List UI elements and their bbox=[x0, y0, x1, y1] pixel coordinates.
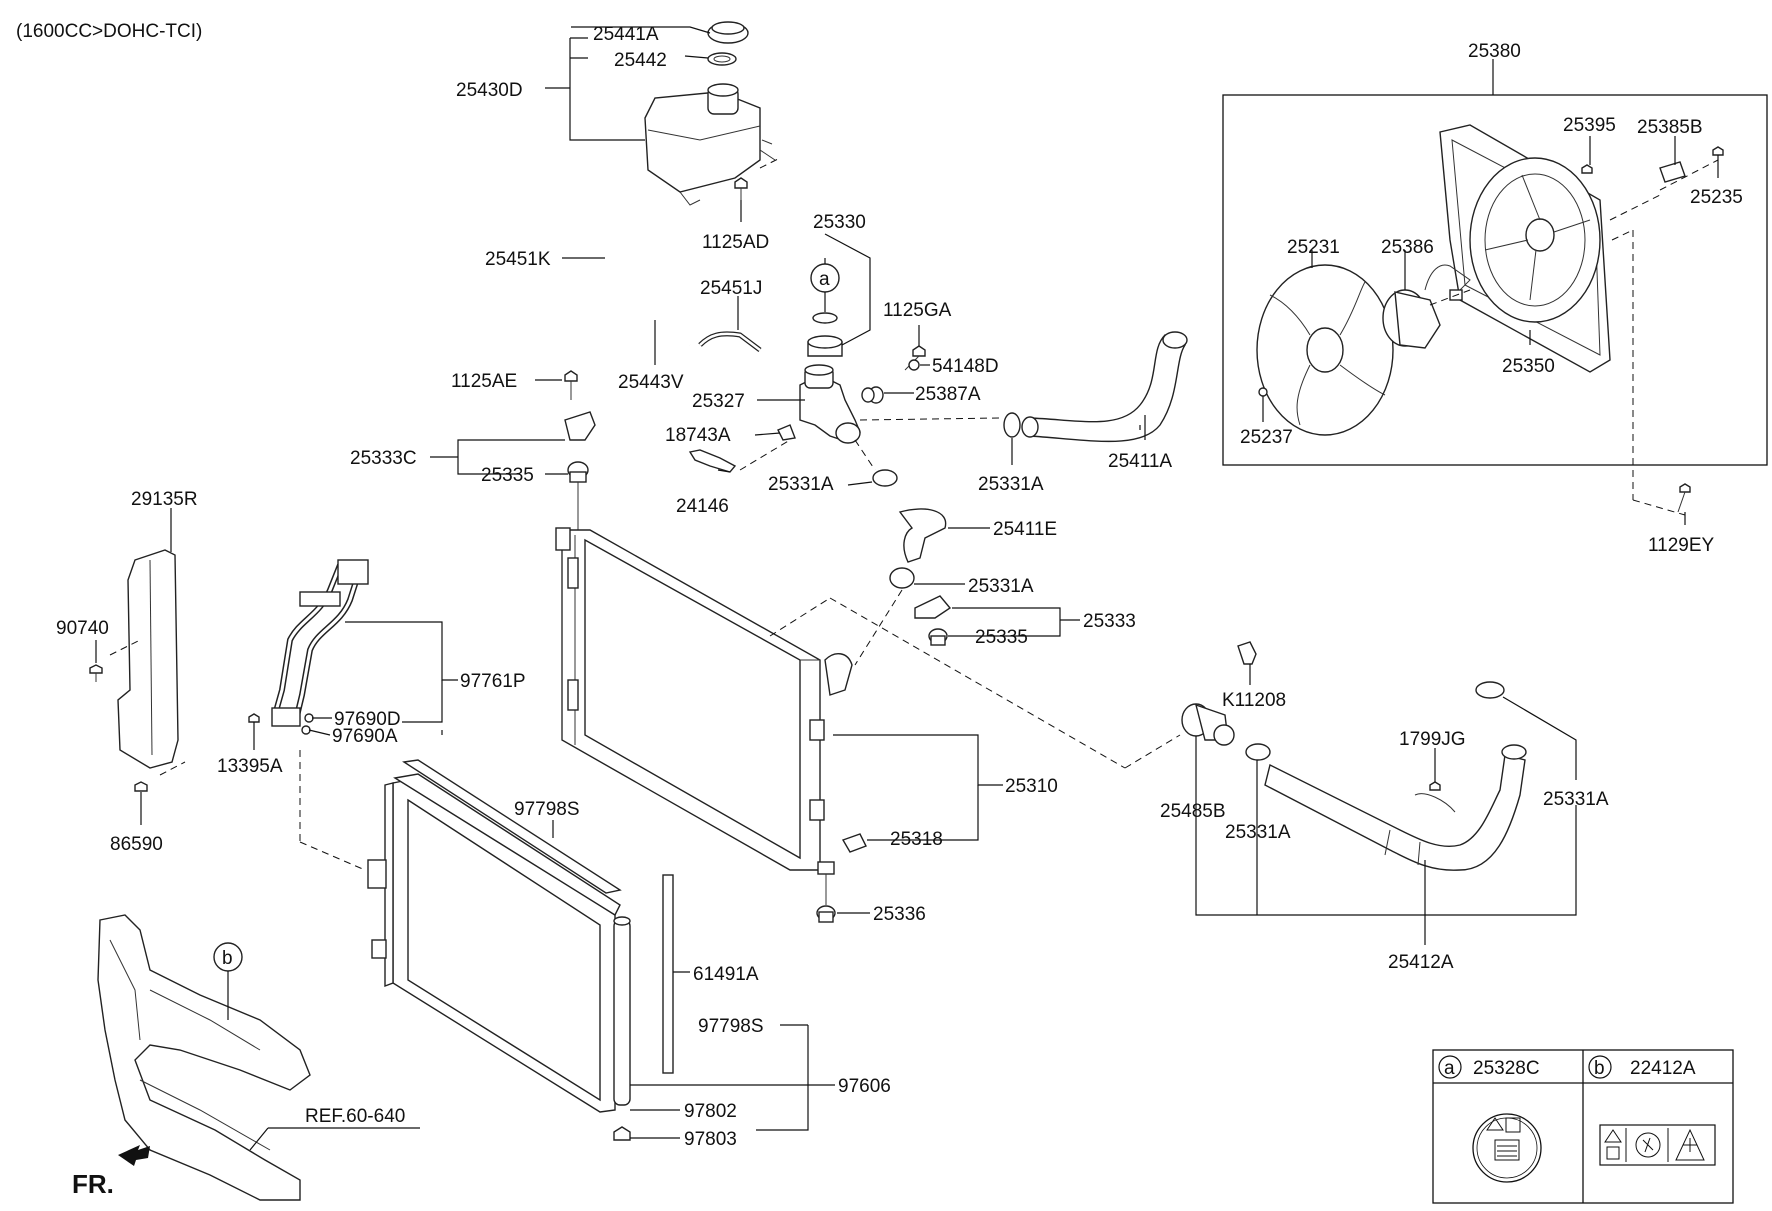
label-24146: 24146 bbox=[676, 496, 729, 517]
label-25310: 25310 bbox=[1005, 776, 1058, 797]
label-25411E: 25411E bbox=[993, 519, 1057, 540]
label-97761P: 97761P bbox=[460, 671, 526, 692]
label-25443V: 25443V bbox=[618, 372, 684, 393]
label-25330: 25330 bbox=[813, 212, 866, 233]
thermostat-leaders bbox=[717, 233, 1001, 486]
label-25235: 25235 bbox=[1690, 187, 1743, 208]
bolt-1129EY bbox=[1679, 483, 1691, 493]
label-1125AE: 1125AE bbox=[451, 371, 517, 392]
label-25333C: 25333C bbox=[350, 448, 417, 469]
label-54148D: 54148D bbox=[932, 356, 999, 377]
lower-mount-leaders bbox=[854, 527, 1080, 666]
label-25441A: 25441A bbox=[593, 24, 659, 45]
radiator-leaders bbox=[769, 597, 1181, 914]
upper-hose-group bbox=[1003, 331, 1188, 443]
label-25231: 25231 bbox=[1287, 237, 1340, 258]
lower-hose-leaders bbox=[1195, 664, 1577, 945]
label-1129EY: 1129EY bbox=[1648, 535, 1715, 556]
label-97798S-lower: 97798S bbox=[698, 1016, 764, 1037]
label-25333: 25333 bbox=[1083, 611, 1136, 632]
label-25411A: 25411A bbox=[1108, 451, 1172, 472]
label-29135R: 29135R bbox=[131, 489, 198, 510]
condenser bbox=[367, 759, 674, 1141]
label-86590: 86590 bbox=[110, 834, 163, 855]
label-25412A: 25412A bbox=[1388, 952, 1454, 973]
label-1125GA: 1125GA bbox=[883, 300, 952, 321]
bolt-1129EY-shank bbox=[1677, 491, 1686, 513]
label-25331A-upper-right: 25331A bbox=[978, 474, 1044, 495]
label-97802: 97802 bbox=[684, 1101, 737, 1122]
legend-b-part: 22412A bbox=[1630, 1058, 1696, 1079]
label-97798S-upper: 97798S bbox=[514, 799, 580, 820]
label-25380: 25380 bbox=[1468, 41, 1521, 62]
label-90740: 90740 bbox=[56, 618, 109, 639]
label-25395: 25395 bbox=[1563, 115, 1616, 136]
label-97690A: 97690A bbox=[332, 726, 398, 747]
label-97606: 97606 bbox=[838, 1076, 891, 1097]
upper-mount-group bbox=[564, 370, 596, 483]
label-K11208: K11208 bbox=[1222, 690, 1286, 711]
callout-b: b bbox=[222, 948, 233, 969]
fan-shroud-box bbox=[1222, 59, 1768, 466]
thermostat-housing-group: a bbox=[688, 263, 926, 487]
reservoir-leaders bbox=[545, 26, 781, 365]
legend-box: a 25328C b 22412A bbox=[1432, 1049, 1734, 1204]
label-25386: 25386 bbox=[1381, 237, 1434, 258]
label-97803: 97803 bbox=[684, 1129, 737, 1150]
fan-shroud-leaders bbox=[1262, 136, 1719, 516]
label-97690D: 97690D bbox=[334, 709, 401, 730]
label-25331A-lower-right: 25331A bbox=[1543, 789, 1609, 810]
label-25237: 25237 bbox=[1240, 427, 1293, 448]
label-13395A: 13395A bbox=[217, 756, 283, 777]
label-25335-upper: 25335 bbox=[481, 465, 534, 486]
upper-mount-leaders bbox=[430, 379, 579, 530]
label-25430D: 25430D bbox=[456, 80, 523, 101]
legend-b-letter: b bbox=[1594, 1058, 1605, 1079]
label-25335-lower: 25335 bbox=[975, 627, 1028, 648]
fan-warning-icon bbox=[1599, 1124, 1716, 1166]
cap-warning-icon bbox=[1472, 1113, 1542, 1183]
label-25327: 25327 bbox=[692, 391, 745, 412]
label-25331A-upper-left: 25331A bbox=[768, 474, 834, 495]
radiator bbox=[555, 527, 867, 923]
label-25331A-mid: 25331A bbox=[968, 576, 1034, 597]
callout-a: a bbox=[819, 269, 830, 290]
label-25350: 25350 bbox=[1502, 356, 1555, 377]
label-25451K: 25451K bbox=[485, 249, 551, 270]
label-1125AD: 1125AD bbox=[702, 232, 769, 253]
label-fr: FR. bbox=[72, 1169, 114, 1199]
engine-note: (1600CC>DOHC-TCI) bbox=[16, 21, 202, 42]
legend-a-letter: a bbox=[1444, 1058, 1455, 1079]
ac-pipe-leaders bbox=[253, 621, 458, 871]
air-guard-group bbox=[89, 549, 179, 792]
air-guard-leaders bbox=[95, 508, 186, 825]
label-ref-60-640: REF.60-640 bbox=[305, 1106, 405, 1127]
label-25442: 25442 bbox=[614, 50, 667, 71]
lower-hose-group bbox=[1181, 641, 1527, 871]
label-25336: 25336 bbox=[873, 904, 926, 925]
reservoir-group bbox=[607, 21, 776, 352]
condenser-leaders bbox=[552, 820, 835, 1139]
ac-pipe-group bbox=[248, 559, 369, 735]
legend-a-part: 25328C bbox=[1473, 1058, 1540, 1079]
label-25385B: 25385B bbox=[1637, 117, 1703, 138]
label-25318: 25318 bbox=[890, 829, 943, 850]
label-18743A: 18743A bbox=[665, 425, 731, 446]
label-1799JG: 1799JG bbox=[1399, 729, 1466, 750]
label-61491A: 61491A bbox=[693, 964, 759, 985]
lower-mount-group bbox=[889, 508, 952, 646]
label-25485B: 25485B bbox=[1160, 801, 1226, 822]
front-panel: b bbox=[97, 914, 420, 1201]
label-25331A-lower-left: 25331A bbox=[1225, 822, 1291, 843]
label-25387A: 25387A bbox=[915, 384, 981, 405]
label-25451J: 25451J bbox=[700, 278, 762, 299]
